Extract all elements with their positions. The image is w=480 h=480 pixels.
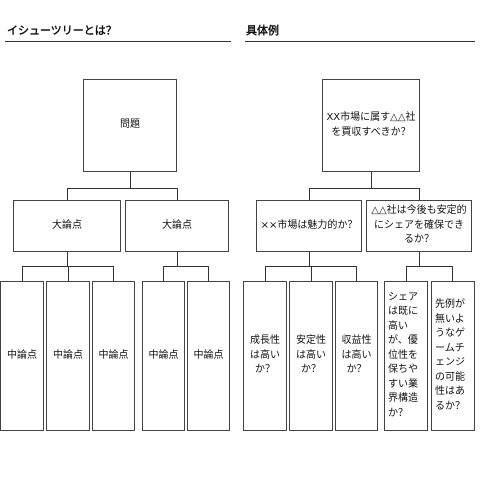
example-level2-box-4: シェアは既に高いが、優位性を保ちやすい業界構造か？ <box>384 281 428 431</box>
connector <box>130 172 131 188</box>
connector <box>419 252 420 266</box>
connector <box>419 188 420 200</box>
right-heading: 具体例 <box>246 24 279 37</box>
generic-root-box: 問題 <box>83 79 177 172</box>
connector <box>163 266 164 281</box>
connector <box>67 188 68 200</box>
generic-level1-box-1: 大論点 <box>13 200 121 252</box>
connector <box>406 266 407 281</box>
connector <box>68 266 69 281</box>
generic-level2-box-4: 中論点 <box>142 281 185 431</box>
generic-level1-box-2: 大論点 <box>125 200 229 252</box>
generic-level2-box-1: 中論点 <box>0 281 44 431</box>
connector <box>67 188 177 189</box>
generic-level2-box-3: 中論点 <box>92 281 135 431</box>
connector <box>452 266 453 281</box>
example-level2-box-3: 収益性は高いか？ <box>335 281 378 431</box>
connector <box>163 266 209 267</box>
connector <box>309 252 310 266</box>
example-level2-box-1: 成長性は高いか？ <box>243 281 287 431</box>
example-level2-box-2: 安定性は高いか？ <box>289 281 333 431</box>
connector <box>265 266 266 281</box>
right-heading-underline <box>245 41 475 42</box>
connector <box>67 252 68 266</box>
connector <box>406 266 453 267</box>
connector <box>371 172 372 188</box>
connector <box>356 266 357 281</box>
connector <box>208 266 209 281</box>
generic-level2-box-5: 中論点 <box>187 281 230 431</box>
connector <box>311 266 312 281</box>
connector <box>22 266 23 281</box>
connector <box>309 188 419 189</box>
example-level2-box-5: 先例が無いようなゲームチェンジの可能性はあるか？ <box>431 281 475 431</box>
generic-level2-box-2: 中論点 <box>46 281 90 431</box>
example-level1-box-2: △△社は今後も安定的にシェアを確保できるか？ <box>366 200 472 252</box>
connector <box>177 252 178 266</box>
example-level1-box-1: ××市場は魅力的か？ <box>256 200 362 252</box>
example-root-box: XX市場に属す△△社を買収すべきか？ <box>322 79 420 172</box>
connector <box>309 188 310 200</box>
connector <box>177 188 178 200</box>
left-heading: イシューツリーとは？ <box>7 24 117 37</box>
left-heading-underline <box>5 41 231 42</box>
connector <box>113 266 114 281</box>
